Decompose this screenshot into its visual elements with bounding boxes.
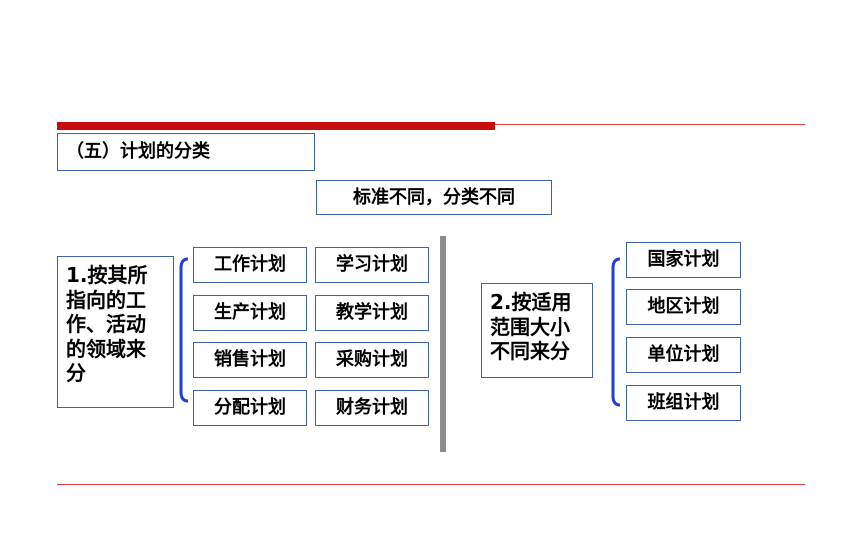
group1-item-purchasing: 采购计划 (315, 342, 429, 378)
group2-item-team: 班组计划 (626, 385, 741, 421)
section-title-box: （五）计划的分类 (57, 133, 315, 171)
group1-item-distribution: 分配计划 (193, 390, 307, 426)
subtitle: 标准不同，分类不同 (353, 186, 515, 208)
header-accent-bar (57, 122, 495, 130)
group2-item-national: 国家计划 (626, 242, 741, 278)
group1-item-finance: 财务计划 (315, 390, 429, 426)
section-title: （五）计划的分类 (66, 141, 210, 162)
group1-item-study: 学习计划 (315, 247, 429, 283)
group1-item-sales: 销售计划 (193, 342, 307, 378)
group1-label: 1.按其所指向的工作、活动的领域来分 (66, 263, 148, 385)
group1-item-teaching: 教学计划 (315, 295, 429, 331)
header-rule (495, 124, 805, 125)
group2-label-box: 2.按适用范围大小不同来分 (481, 283, 593, 378)
group2-brace (611, 257, 621, 407)
vertical-divider (440, 236, 446, 452)
footer-rule (57, 484, 805, 485)
group1-item-production: 生产计划 (193, 295, 307, 331)
group2-label: 2.按适用范围大小不同来分 (490, 290, 572, 363)
subtitle-box: 标准不同，分类不同 (316, 180, 552, 215)
group2-item-regional: 地区计划 (626, 289, 741, 325)
group1-item-work: 工作计划 (193, 247, 307, 283)
group1-label-box: 1.按其所指向的工作、活动的领域来分 (57, 256, 174, 408)
group2-item-unit: 单位计划 (626, 337, 741, 373)
group1-brace (179, 257, 189, 403)
